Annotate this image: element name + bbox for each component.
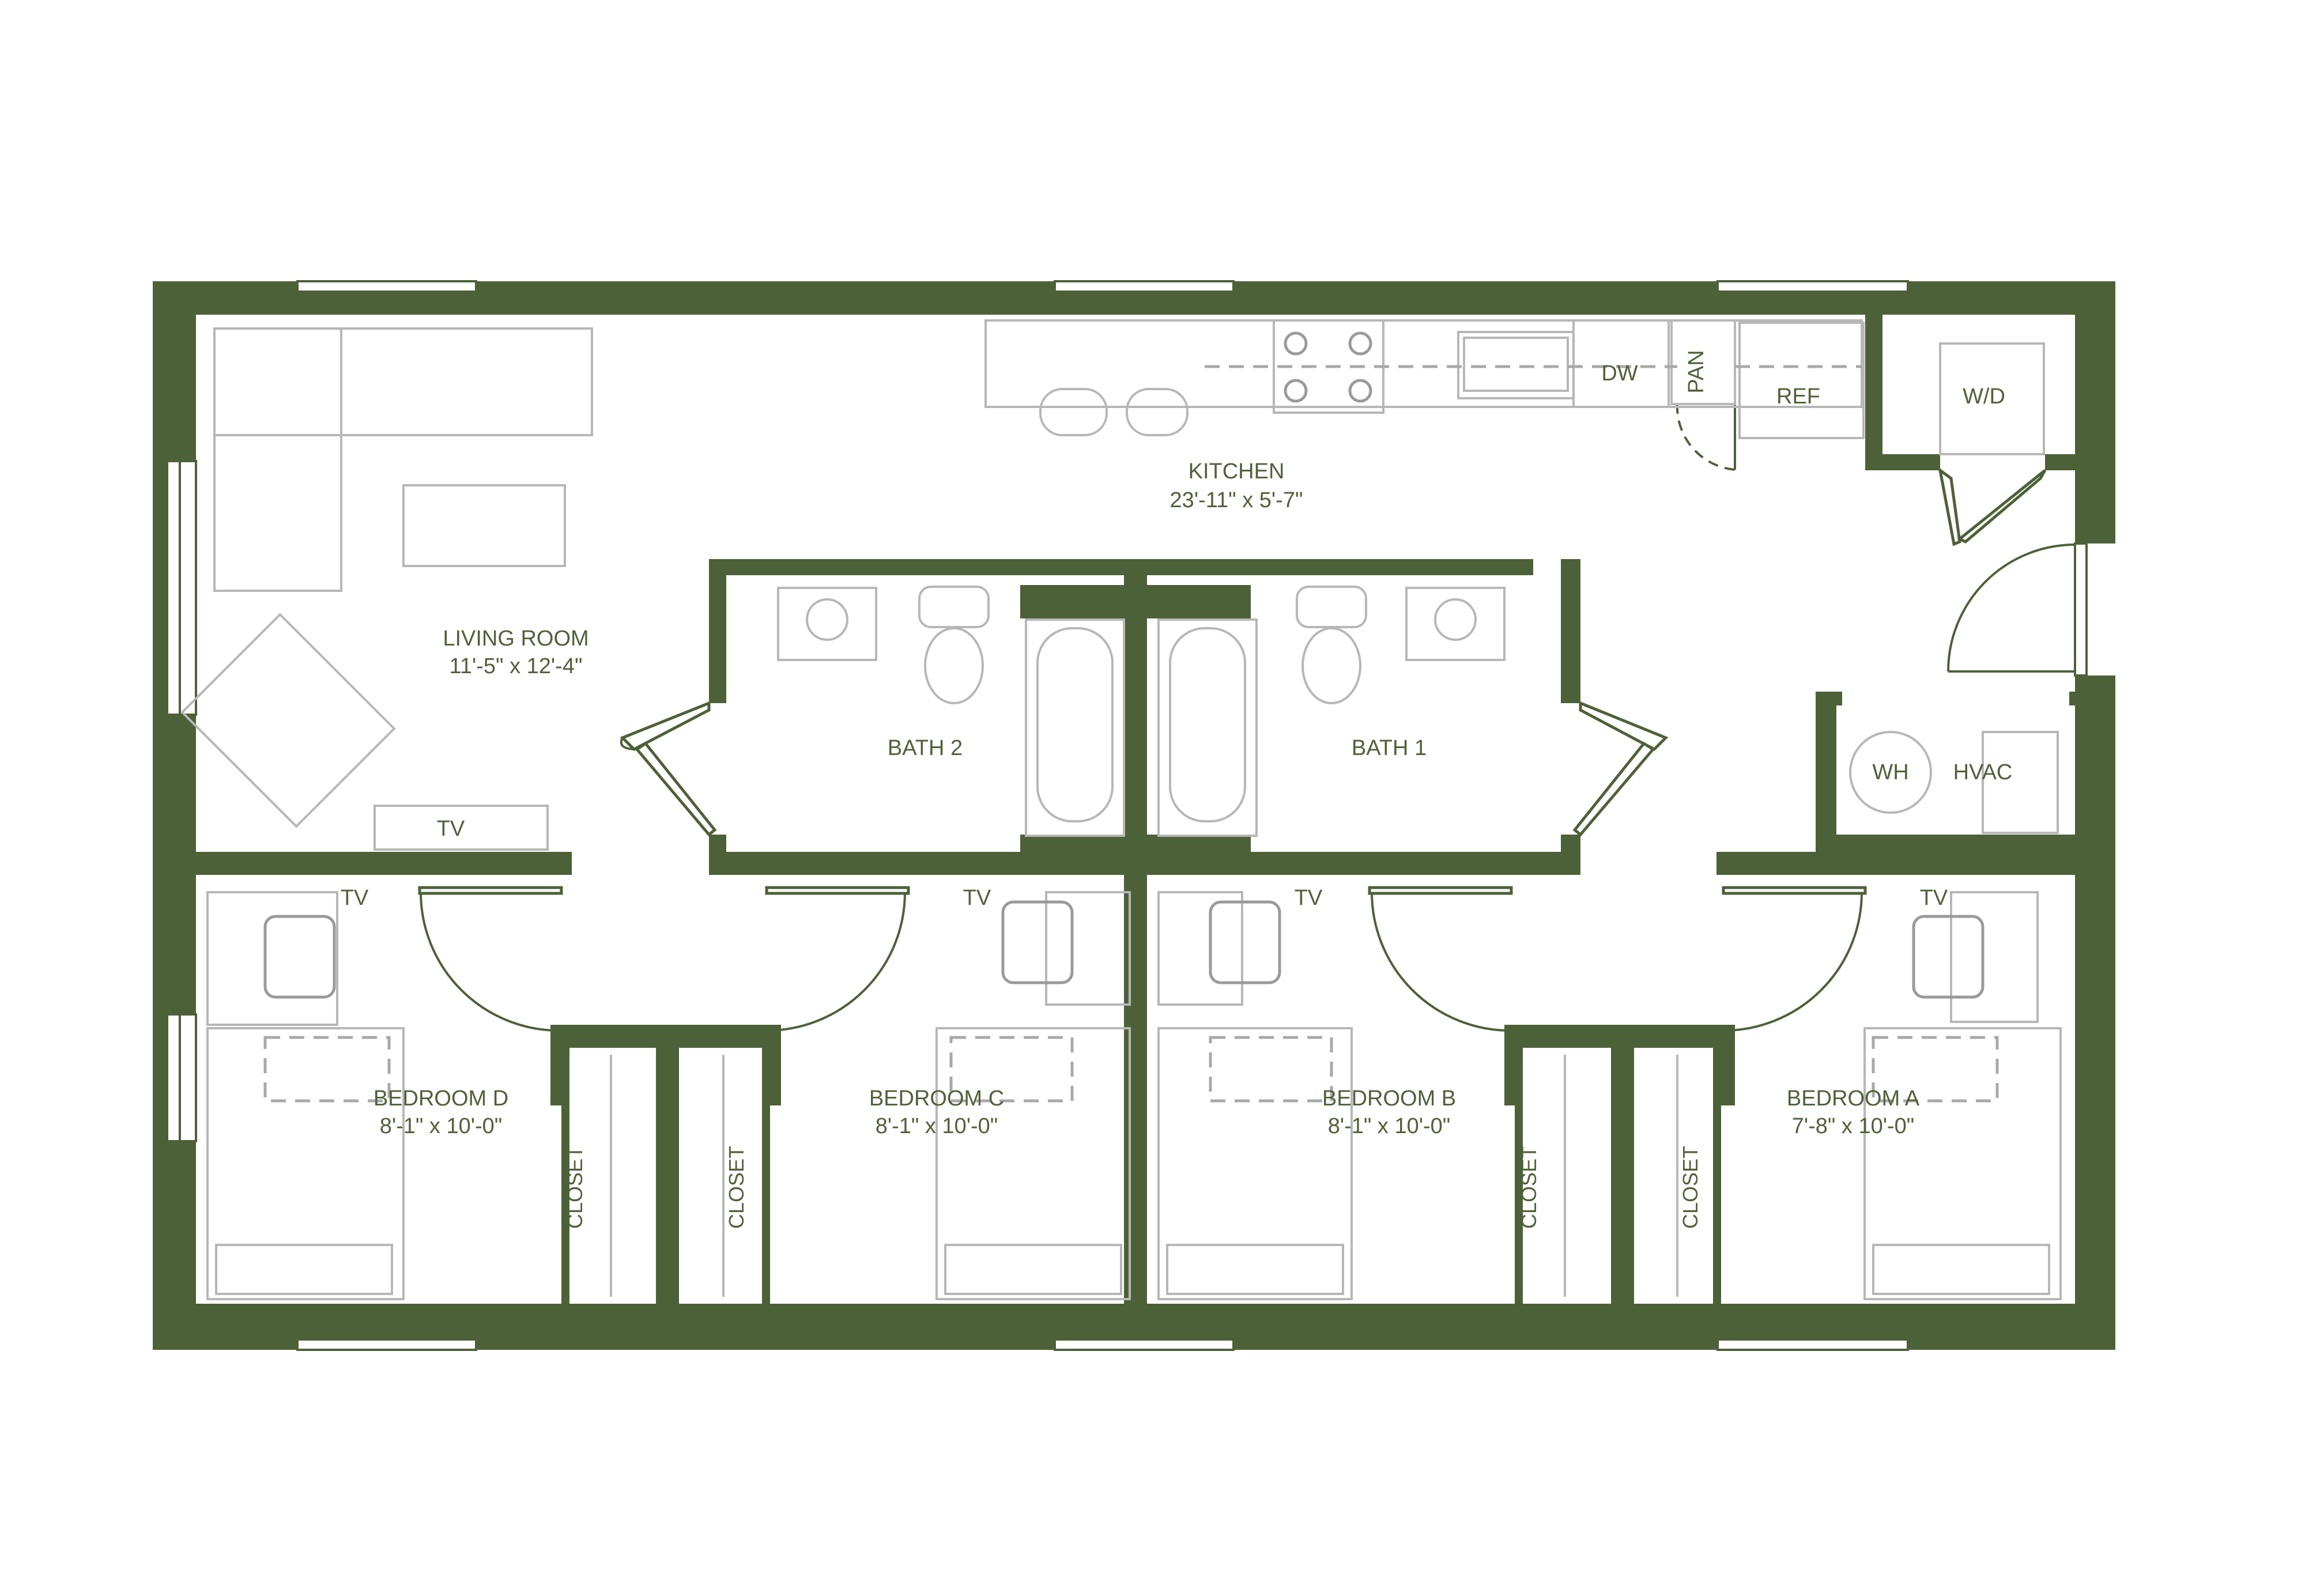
bedroom-c-dims: 8'-1" x 10'-0": [876, 1114, 998, 1138]
tv-bedroom-d-label: TV: [341, 886, 369, 910]
pantry-label: PAN: [1684, 350, 1708, 393]
closet-c-label: CLOSET: [725, 1146, 748, 1229]
closet-a-label: CLOSET: [1678, 1146, 1702, 1229]
kitchen-label: KITCHEN: [1189, 459, 1285, 484]
doors: [418, 403, 2076, 1032]
bedroom-b-label: BEDROOM B: [1322, 1086, 1456, 1111]
washer-dryer-label: W/D: [1963, 384, 2005, 409]
bedroom-c-label: BEDROOM C: [869, 1086, 1004, 1111]
living-room-label: LIVING ROOM: [443, 627, 588, 651]
water-heater-label: WH: [1872, 760, 1908, 784]
tv-bedroom-c-label: TV: [963, 886, 991, 910]
utility-fixtures: [1849, 342, 2059, 834]
windows: [166, 280, 2088, 1351]
kitchen-dims: 23'-11" x 5'-7": [1170, 488, 1303, 512]
bath-2-label: BATH 2: [888, 736, 963, 760]
tv-bedroom-b-label: TV: [1295, 886, 1323, 910]
refrigerator-label: REF: [1776, 384, 1820, 409]
bath-fixtures: [777, 586, 1506, 837]
closet-b-label: CLOSET: [1517, 1146, 1541, 1229]
closet-d-label: CLOSET: [563, 1146, 587, 1229]
bedroom-a-label: BEDROOM A: [1787, 1086, 1920, 1111]
tv-living-label: TV: [437, 817, 465, 841]
walls: [153, 281, 2115, 1350]
bath-1-label: BATH 1: [1352, 736, 1427, 760]
bedroom-d-label: BEDROOM D: [373, 1086, 508, 1111]
kitchen-fixtures: [984, 319, 1865, 439]
bedroom-b-dims: 8'-1" x 10'-0": [1328, 1114, 1451, 1138]
bedroom-a-dims: 7'-8" x 10'-0": [1792, 1114, 1915, 1138]
dishwasher-label: DW: [1601, 361, 1638, 386]
living-room-fixtures: [180, 327, 593, 851]
fixture-labels: DW PAN REF W/D WH HVAC TV TV TV TV TV CL…: [341, 350, 2013, 1229]
bedroom-fixtures: [206, 891, 2062, 1300]
living-room-dims: 11'-5" x 12'-4": [450, 654, 583, 678]
tv-bedroom-a-label: TV: [1920, 886, 1948, 910]
room-labels: KITCHEN 23'-11" x 5'-7" LIVING ROOM 11'-…: [373, 459, 1920, 1138]
hvac-label: HVAC: [1953, 760, 2013, 784]
bedroom-d-dims: 8'-1" x 10'-0": [380, 1114, 503, 1138]
